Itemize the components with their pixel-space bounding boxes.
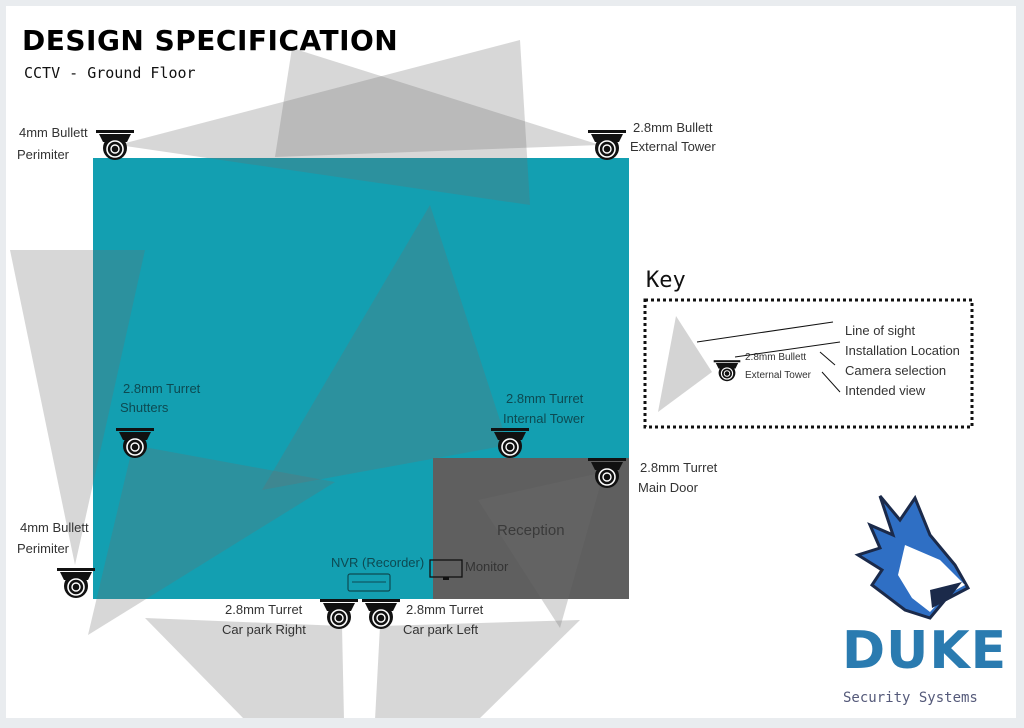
monitor-label: Monitor <box>465 559 509 574</box>
view-cone-perimeter-top <box>118 40 530 205</box>
view-cone-perimeter-left <box>10 250 145 565</box>
camera-label: 2.8mm Turret <box>506 391 584 406</box>
view-cone-shutters <box>88 445 335 635</box>
key-item: Line of sight <box>845 323 915 338</box>
duke-wolf-logo-icon <box>854 494 971 620</box>
monitor-icon <box>429 559 463 580</box>
logo-tagline: Security Systems <box>843 690 978 706</box>
camera-label: 2.8mm Turret <box>406 602 484 617</box>
reception-room <box>433 458 629 599</box>
camera-label: 2.8mm Turret <box>225 602 303 617</box>
page-subtitle: CCTV - Ground Floor <box>24 64 196 82</box>
key-box <box>643 298 974 429</box>
dome-camera-icon <box>319 598 359 630</box>
camera-location: Car park Right <box>222 622 306 637</box>
camera-label: 4mm Bullett <box>19 125 88 140</box>
camera-label: 2.8mm Bullett <box>633 120 713 135</box>
camera-location: Shutters <box>120 400 169 415</box>
camera-location: External Tower <box>630 139 716 154</box>
key-camera-location: External Tower <box>745 370 812 381</box>
nvr-label: NVR (Recorder) <box>331 555 424 570</box>
key-leader-lines <box>696 321 841 393</box>
camera-label: 2.8mm Turret <box>640 460 718 475</box>
page-title: DESIGN SPECIFICATION <box>22 24 398 57</box>
dome-camera-icon <box>361 598 401 630</box>
nvr-recorder-icon <box>347 573 391 592</box>
camera-location: Perimiter <box>17 541 70 556</box>
dome-camera-icon <box>56 567 96 599</box>
camera-location: Car park Left <box>403 622 479 637</box>
view-cone-car-park-right <box>145 618 344 718</box>
view-cone-car-park-left <box>375 620 580 718</box>
camera-location: Main Door <box>638 480 699 495</box>
key-title: Key <box>646 268 686 293</box>
camera-label: 2.8mm Turret <box>123 381 201 396</box>
view-cone-main-door <box>478 472 604 628</box>
camera-label: 4mm Bullett <box>20 520 89 535</box>
key-view-cone <box>658 316 712 412</box>
key-camera-label: 2.8mm Bullett <box>745 352 806 363</box>
key-item: Camera selection <box>845 363 946 378</box>
logo-name: DUKE <box>842 621 1007 681</box>
design-spec-page: DESIGN SPECIFICATION CCTV - Ground Floor… <box>6 6 1016 718</box>
camera-location: Perimiter <box>17 147 70 162</box>
camera-location: Internal Tower <box>503 411 585 426</box>
floor-plan-diagram: DESIGN SPECIFICATION CCTV - Ground Floor… <box>10 24 1007 718</box>
dome-camera-icon <box>713 359 741 382</box>
key-item: Intended view <box>845 383 926 398</box>
reception-label: Reception <box>497 522 565 539</box>
view-cone-internal-tower <box>262 205 508 490</box>
view-cone-external-tower <box>275 48 600 157</box>
key-item: Installation Location <box>845 343 960 358</box>
